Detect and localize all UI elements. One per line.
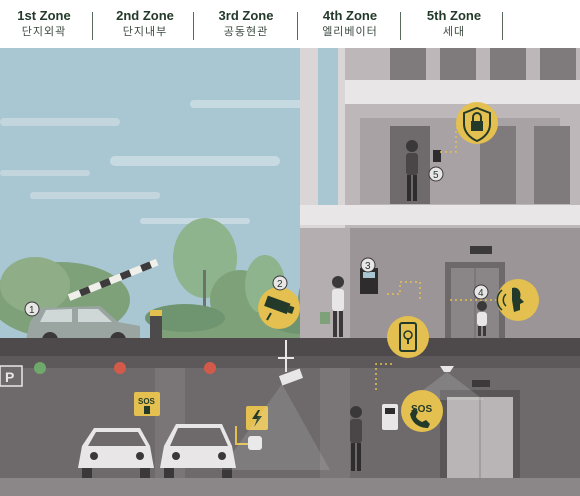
zone-5-title: 5th Zone xyxy=(426,8,482,23)
sos-phone-label: SOS xyxy=(411,404,432,415)
cloud xyxy=(0,118,120,126)
marker-4: 4 xyxy=(473,284,489,300)
sos-hand-icon xyxy=(144,406,150,414)
zone-divider xyxy=(92,12,93,40)
keypad-screen xyxy=(363,272,375,278)
parking-light xyxy=(34,362,46,374)
parked-car-ev xyxy=(160,424,236,478)
tree-trunk xyxy=(203,270,206,330)
upper-window xyxy=(490,48,526,80)
cloud xyxy=(110,156,280,166)
resident-in-parking xyxy=(350,406,362,471)
cctv-camera-icon xyxy=(258,287,300,329)
child-near-elevator xyxy=(477,301,487,336)
connector-line xyxy=(387,281,421,300)
parking-ceiling xyxy=(0,356,580,368)
zone-2-subtitle: 단지내부 xyxy=(122,25,168,38)
zone-4-subtitle: 엘리베이터 xyxy=(322,25,378,38)
sos-button xyxy=(134,392,160,416)
zone-4-title: 4th Zone xyxy=(322,8,378,23)
gate-light xyxy=(150,310,162,316)
shrub xyxy=(145,304,225,332)
parked-car xyxy=(78,428,154,478)
zone-divider xyxy=(400,12,401,40)
ceiling-lamp xyxy=(440,366,454,372)
marker-5-label: 5 xyxy=(433,170,439,181)
parking-pillar xyxy=(320,368,350,496)
zone-divider xyxy=(193,12,194,40)
gate-post xyxy=(150,312,162,342)
upper-slab xyxy=(345,80,580,104)
zone-1: 1st Zone 단지외곽 xyxy=(0,8,94,39)
connector-line xyxy=(375,363,395,390)
zone-4: 4th Zone 엘리베이터 xyxy=(300,8,400,39)
resident-at-door xyxy=(406,140,418,201)
marker-3: 3 xyxy=(360,257,376,273)
visitor-at-entrance xyxy=(320,276,344,337)
marker-5: 5 xyxy=(428,166,444,182)
zone-2-title: 2nd Zone xyxy=(116,8,174,23)
parking-light xyxy=(114,362,126,374)
tree xyxy=(0,257,70,313)
parking-floor xyxy=(0,478,580,496)
marker-1-label: 1 xyxy=(29,305,35,316)
marker-4-label: 4 xyxy=(478,288,484,299)
ev-charger-icon xyxy=(235,406,268,450)
zone-1-subtitle: 단지외곽 xyxy=(21,25,67,38)
zone-3-title: 3rd Zone xyxy=(218,8,274,23)
parking-sign-label: P xyxy=(5,369,14,385)
unit-door xyxy=(534,126,570,204)
basement-elevator-display xyxy=(472,380,490,387)
zone-3: 3rd Zone 공동현관 xyxy=(196,8,296,39)
zone-3-subtitle: 공동현관 xyxy=(223,25,269,38)
gate-barrier xyxy=(67,258,159,301)
intercom-panel xyxy=(382,404,398,430)
building-window xyxy=(318,48,338,208)
voice-recognition-icon xyxy=(496,279,539,321)
sos-phone-icon: SOS xyxy=(401,390,443,432)
marker-2: 2 xyxy=(272,275,288,291)
marker-2-label: 2 xyxy=(277,279,283,290)
elevator-display xyxy=(470,246,492,254)
cloud xyxy=(30,192,160,199)
parking-sign xyxy=(0,365,23,387)
ground-slab xyxy=(0,338,580,356)
upper-window xyxy=(540,48,576,80)
marker-1: 1 xyxy=(24,301,40,317)
upper-window xyxy=(390,48,426,80)
door-lock-panel xyxy=(433,150,441,162)
zone-divider xyxy=(502,12,503,40)
phone-app-icon xyxy=(387,316,429,358)
parking-light xyxy=(204,362,216,374)
cloud xyxy=(190,100,310,108)
zone-1-title: 1st Zone xyxy=(17,8,71,23)
upper-window xyxy=(440,48,476,80)
zone-header: 1st Zone 단지외곽 2nd Zone 단지내부 3rd Zone 공동현… xyxy=(0,0,580,46)
balcony-slab xyxy=(300,205,580,225)
zone-5: 5th Zone 세대 xyxy=(404,8,504,39)
marker-3-label: 3 xyxy=(365,261,371,272)
zone-5-subtitle: 세대 xyxy=(442,25,466,38)
shield-lock-icon xyxy=(456,102,498,144)
parking-cctv xyxy=(220,340,330,470)
zone-divider xyxy=(297,12,298,40)
intercom-screen xyxy=(385,408,395,414)
zone-2: 2nd Zone 단지내부 xyxy=(95,8,195,39)
cloud xyxy=(0,170,90,176)
sos-button-label: SOS xyxy=(138,397,156,406)
